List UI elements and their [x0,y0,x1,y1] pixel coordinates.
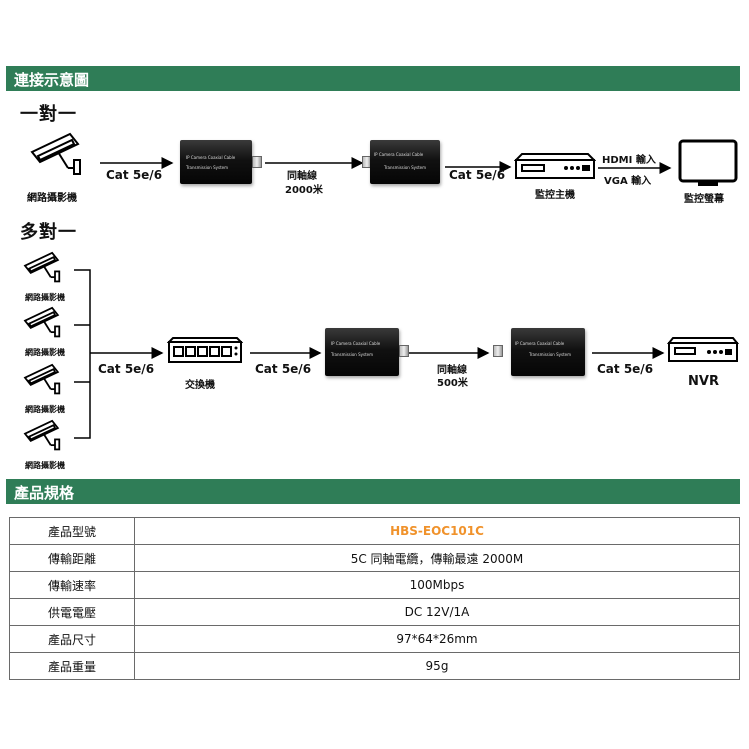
camera-label: 網路攝影機 [27,193,77,204]
camera-icon [23,306,61,338]
transmitter-device: IP Camera Coaxial Cable Transmission Sys… [180,140,252,184]
spec-value: 5C 同軸電纜，傳輸最遠 2000M [134,544,740,572]
switch-icon [167,337,243,363]
nvr-label: NVR [688,374,719,389]
camera-icon [23,419,61,451]
table-row: 產品重量 95g [9,652,740,680]
spec-key: 傳輸速率 [9,571,135,599]
section-title-connection: 連接示意圖 [14,71,90,89]
spec-value: DC 12V/1A [134,598,740,626]
camera-icon [30,132,81,175]
receiver-device: IP Camera Coaxial Cable Transmission Sys… [370,140,440,184]
receiver-device: IP Camera Coaxial Cable Transmission Sys… [511,328,585,376]
table-row: 供電電壓 DC 12V/1A [9,598,740,626]
coax-length: 500米 [437,378,468,389]
hdmi-label: HDMI 輸入 [602,155,656,166]
diagram-lines [74,157,672,439]
spec-value-model: HBS-EOC101C [134,517,740,545]
spec-key: 產品型號 [9,517,135,545]
camera-icon [23,363,61,395]
monitor-label: 監控螢幕 [684,194,724,205]
cable-label-2: Cat 5e/6 [449,168,506,182]
cable-label-1: Cat 5e/6 [106,168,163,182]
bnc-connector [399,345,409,357]
spec-key: 傳輸距離 [9,544,135,572]
switch-label: 交換機 [185,380,215,391]
recorder-icon [514,153,596,179]
bnc-connector [252,156,262,168]
table-row: 產品型號 HBS-EOC101C [9,517,740,545]
monitor-icon [678,139,738,186]
section-bar-spec: 產品規格 [6,479,740,504]
cable-label-2: Cat 5e/6 [255,362,312,376]
cable-label-1: Cat 5e/6 [98,362,155,376]
camera-icon [23,251,61,283]
coax-label: 同軸線 [437,365,467,376]
spec-key: 產品重量 [9,652,135,680]
section-bar-connection: 連接示意圖 [6,66,740,91]
camera-label: 網路攝影機 [25,405,65,414]
camera-label: 網路攝影機 [25,293,65,302]
one-to-one-title: 一對一 [20,104,77,125]
camera-label: 網路攝影機 [25,461,65,470]
vga-label: VGA 輸入 [604,176,652,187]
section-title-spec: 產品規格 [14,484,75,502]
coax-length: 2000米 [285,185,323,196]
spec-value: 97*64*26mm [134,625,740,653]
coax-label: 同軸線 [287,171,317,182]
table-row: 傳輸速率 100Mbps [9,571,740,599]
bnc-connector [493,345,503,357]
spec-value: 100Mbps [134,571,740,599]
cable-label-3: Cat 5e/6 [597,362,654,376]
spec-table: 產品型號 HBS-EOC101C 傳輸距離 5C 同軸電纜，傳輸最遠 2000M… [9,517,740,680]
recorder-label: 監控主機 [535,190,575,201]
transmitter-device: IP Camera Coaxial Cable Transmission Sys… [325,328,399,376]
camera-label: 網路攝影機 [25,348,65,357]
spec-key: 供電電壓 [9,598,135,626]
table-row: 傳輸距離 5C 同軸電纜，傳輸最遠 2000M [9,544,740,572]
multi-to-one-title: 多對一 [20,222,77,243]
spec-key: 產品尺寸 [9,625,135,653]
nvr-icon [667,337,739,362]
table-row: 產品尺寸 97*64*26mm [9,625,740,653]
spec-value: 95g [134,652,740,680]
